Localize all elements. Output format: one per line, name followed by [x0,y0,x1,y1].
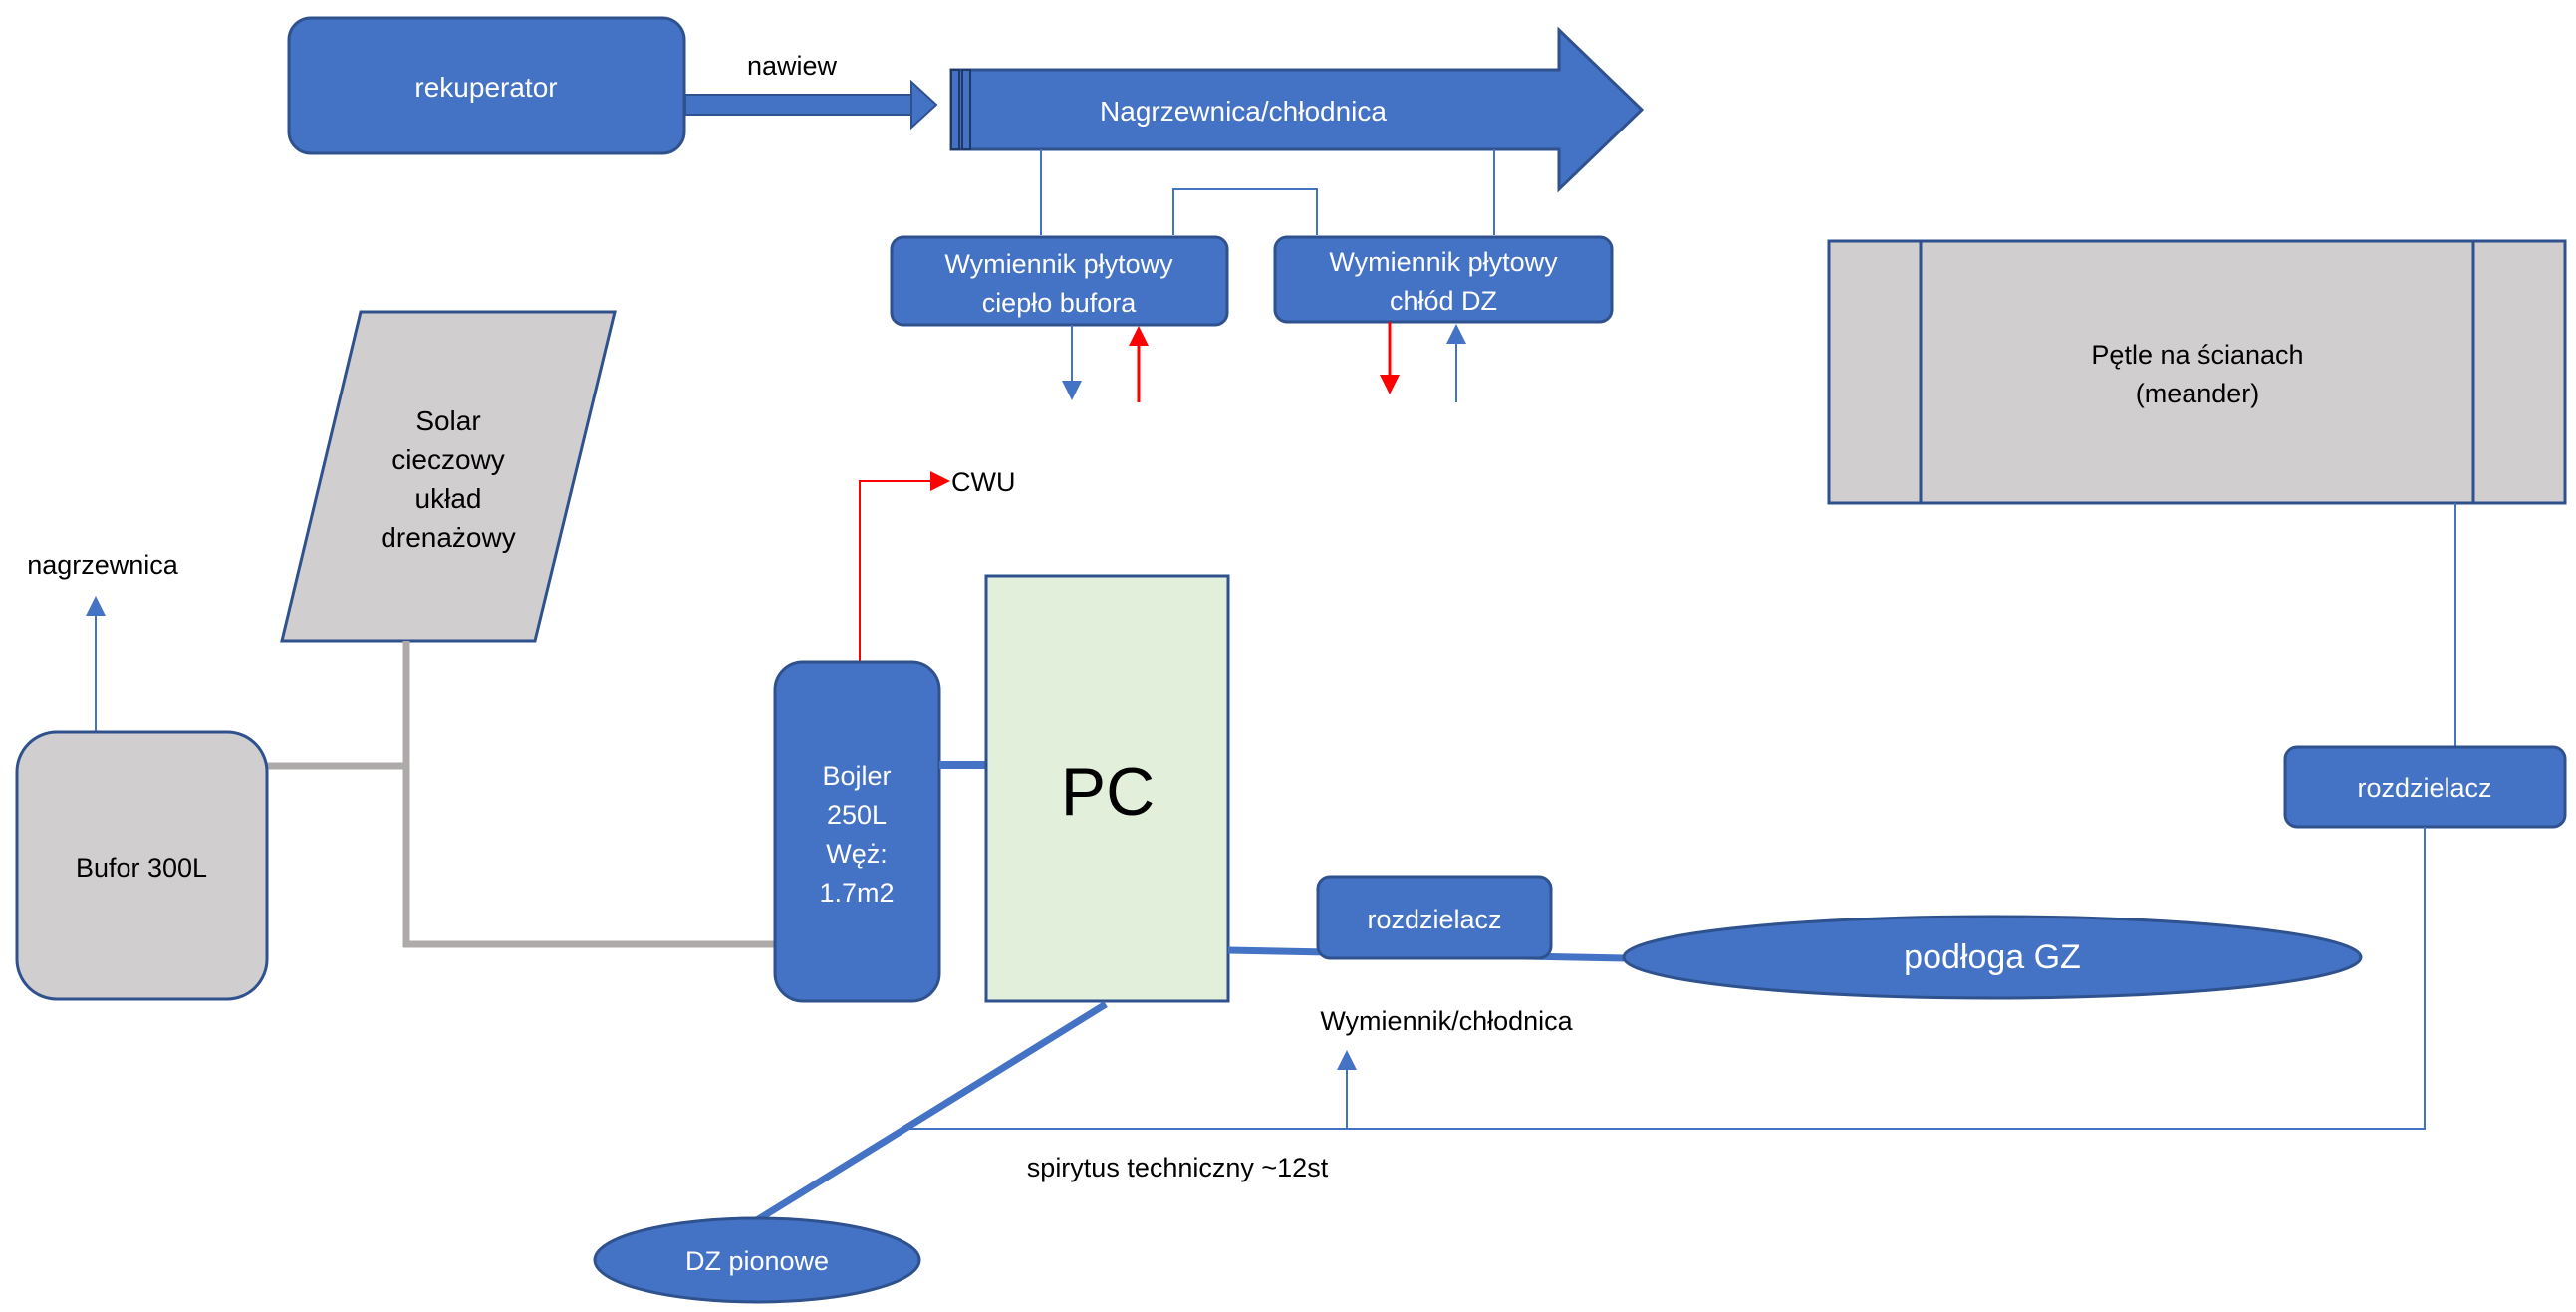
rekuperator-box: rekuperator [287,16,686,155]
glycol-label: spirytus techniczny ~12st [1027,1153,1329,1182]
floor-heating-label: podłoga GZ [1904,938,2081,976]
floor-manifold-box: rozdzielacz [1316,875,1553,960]
bojler-line3: Węż: [826,839,888,869]
heat-pump-pc: PC [984,574,1230,1003]
exchanger-flow-arrows [1062,322,1466,402]
nawiew-label: nawiew [747,51,838,81]
plate-exchanger-heat-line1: Wymiennik płytowy [944,249,1173,279]
solar-line2: cieczowy [391,444,505,475]
glycol-return-line [906,827,2426,1130]
nagrzewnica-label: nagrzewnica [27,550,179,580]
plate-exchanger-heat-box: Wymiennik płytowy ciepło bufora [890,235,1229,327]
cwu-label: CWU [951,467,1015,497]
vertical-ground-probe-label: DZ pionowe [685,1246,829,1276]
solar-line3: układ [415,483,482,514]
nagrzewnica-arrow [86,596,106,732]
nagrzewnica-chlodnica-label: Nagrzewnica/chłodnica [1100,96,1387,127]
vertical-ground-probe-ellipse: DZ pionowe [593,1216,921,1304]
plate-exchanger-cold-line1: Wymiennik płytowy [1329,247,1558,277]
bufor-label: Bufor 300L [76,853,207,883]
bojler-line4: 1.7m2 [819,878,894,908]
plate-exchanger-cold-box: Wymiennik płytowy chłód DZ [1273,235,1614,324]
bojler-line2: 250L [827,800,887,830]
rekuperator-label: rekuperator [414,72,557,103]
plate-exchanger-cold-line2: chłód DZ [1390,286,1497,316]
bojler-line1: Bojler [822,761,891,791]
solar-line1: Solar [415,405,480,436]
wall-manifold-label: rozdzielacz [2357,773,2491,803]
plate-exchanger-heat-line2: ciepło bufora [982,288,1138,318]
cooler-arrow [1337,1050,1357,1129]
nagrzewnica-chlodnica-arrow: Nagrzewnica/chłodnica [949,26,1645,193]
exchanger-connectors [1040,149,1495,235]
solar-pipes [267,641,775,948]
wall-loops-line1: Pętle na ścianach [2091,340,2303,370]
wall-manifold-box: rozdzielacz [2283,745,2567,829]
bojler-tank: Bojler 250L Węż: 1.7m2 [773,660,941,1003]
wall-loops-box: Pętle na ścianach (meander) [1827,239,2567,505]
solar-line4: drenażowy [381,522,515,553]
nawiew-arrow [684,79,938,131]
pc-ground-pipe [750,1001,1108,1226]
pc-label: PC [1061,754,1155,830]
bufor-tank: Bufor 300L [15,730,269,1001]
cooler-label: Wymiennik/chłodnica [1320,1006,1573,1036]
floor-heating-ellipse: podłoga GZ [1622,915,2363,1000]
floor-manifold-label: rozdzielacz [1367,905,1501,934]
solar-panel: Solar cieczowy układ drenażowy [280,310,617,643]
cwu-pipe [859,471,950,673]
wall-loops-line2: (meander) [2136,379,2260,408]
